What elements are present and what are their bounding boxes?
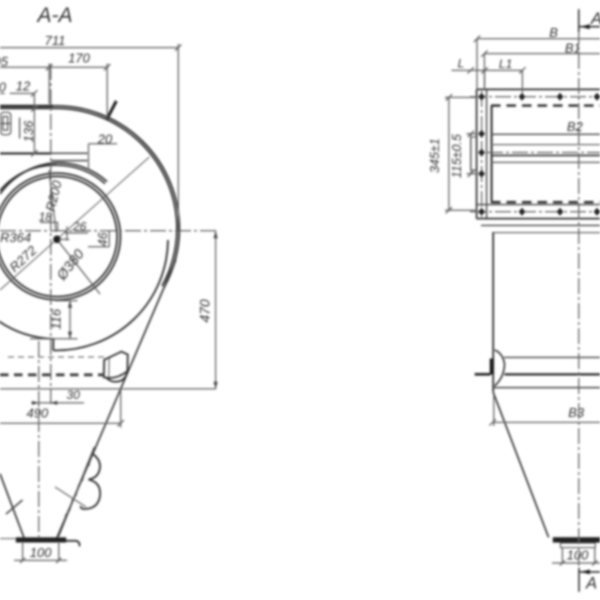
svg-text:0: 0 bbox=[0, 80, 7, 95]
svg-text:46: 46 bbox=[96, 232, 110, 246]
svg-text:711: 711 bbox=[45, 33, 66, 48]
svg-text:95: 95 bbox=[0, 54, 9, 69]
svg-text:A: A bbox=[585, 575, 597, 593]
svg-text:L1: L1 bbox=[499, 57, 512, 71]
svg-text:490: 490 bbox=[27, 405, 49, 420]
svg-text:B2: B2 bbox=[567, 119, 584, 134]
svg-text:116: 116 bbox=[49, 308, 64, 329]
svg-text:B3: B3 bbox=[568, 405, 585, 420]
svg-text:26: 26 bbox=[72, 220, 87, 234]
svg-text:R200: R200 bbox=[43, 178, 65, 213]
svg-text:A: A bbox=[590, 9, 600, 28]
svg-text:B: B bbox=[549, 25, 558, 40]
svg-text:470: 470 bbox=[197, 299, 213, 323]
svg-text:115±0.5: 115±0.5 bbox=[450, 134, 464, 178]
svg-text:L: L bbox=[458, 57, 465, 71]
svg-text:B1: B1 bbox=[565, 40, 581, 55]
svg-text:A-A: A-A bbox=[35, 4, 72, 27]
svg-text:20: 20 bbox=[97, 132, 113, 147]
svg-text:R364: R364 bbox=[0, 230, 31, 245]
svg-text:170: 170 bbox=[68, 51, 90, 66]
svg-text:136: 136 bbox=[21, 120, 36, 142]
svg-text:100: 100 bbox=[567, 548, 589, 563]
svg-text:30: 30 bbox=[67, 388, 81, 402]
svg-text:345±1: 345±1 bbox=[428, 138, 442, 173]
svg-text:100: 100 bbox=[30, 545, 52, 560]
svg-text:12: 12 bbox=[16, 79, 31, 94]
svg-text:18: 18 bbox=[39, 210, 53, 224]
